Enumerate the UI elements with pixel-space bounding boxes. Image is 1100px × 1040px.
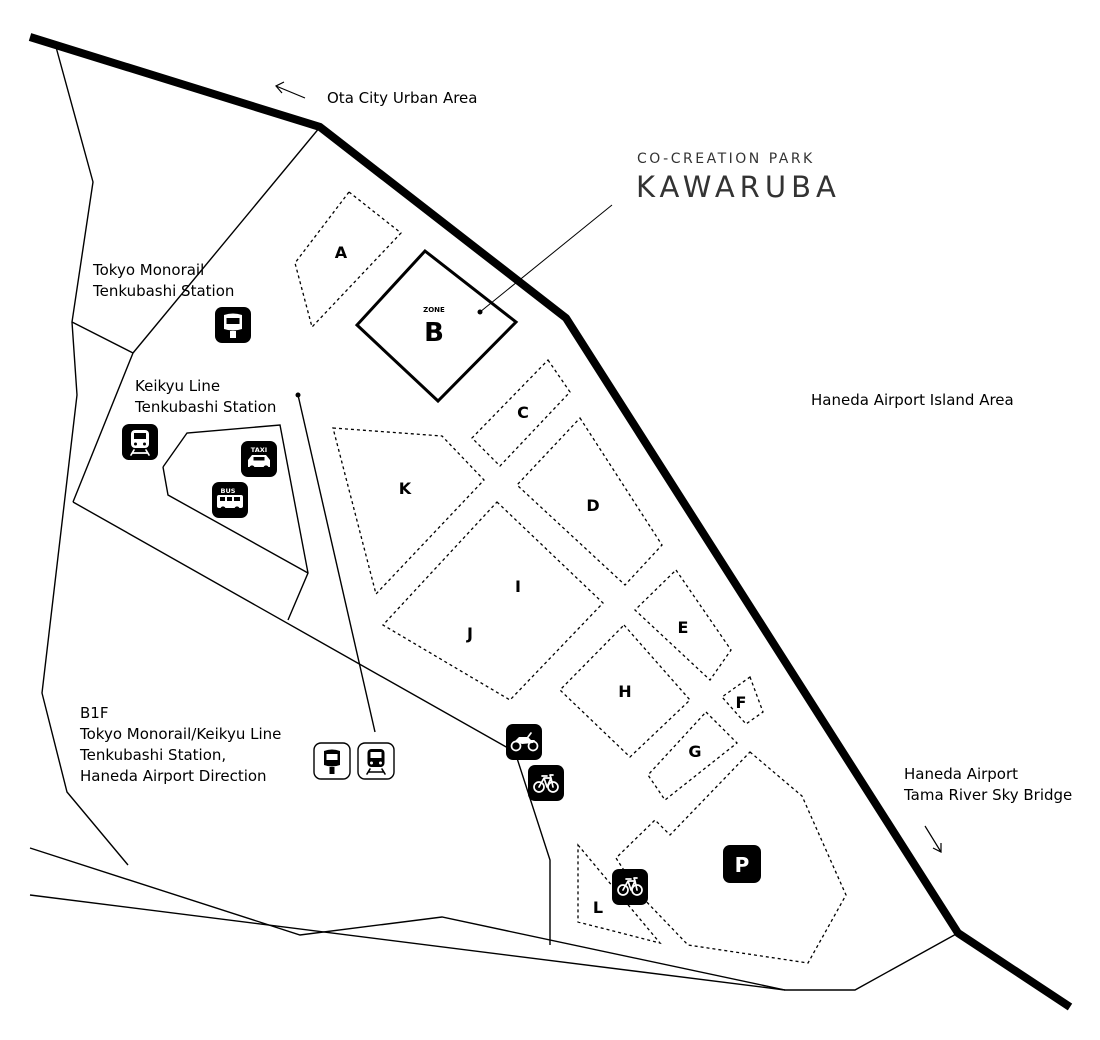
road-network — [29, 46, 959, 991]
zone-f-outline — [721, 675, 764, 725]
b1f-monorail-icon[interactable] — [313, 742, 351, 780]
haneda-airport-label: Haneda Airport — [904, 765, 1018, 783]
zone-f-label[interactable]: F — [736, 693, 747, 712]
train-icon[interactable] — [122, 424, 158, 460]
zone-outlines — [294, 191, 847, 964]
bicycle-icon-lot-l[interactable] — [612, 869, 648, 905]
river-embankment — [28, 33, 1073, 1011]
brand-leader-dot — [477, 309, 483, 315]
zone-g-outline — [647, 711, 738, 801]
b1f-line2: Tokyo Monorail/Keikyu Line — [79, 725, 281, 743]
motorcycle-icon[interactable] — [506, 724, 542, 760]
zone-k-outline — [332, 427, 485, 596]
b1f-line1: B1F — [80, 704, 108, 722]
zone-ij-outline — [381, 501, 604, 701]
zone-a-outline — [294, 191, 402, 329]
taxi-icon-text: TAXI — [251, 446, 267, 454]
zone-b-label[interactable]: B — [424, 318, 444, 348]
taxi-icon[interactable]: TAXI — [241, 441, 277, 477]
keikyu-station-line1: Keikyu Line — [135, 377, 220, 395]
arrow-ota-city-icon — [275, 81, 306, 99]
zone-i-label[interactable]: I — [515, 577, 521, 596]
sky-bridge-label: Tama River Sky Bridge — [903, 786, 1072, 804]
brand-subtitle: CO-CREATION PARK — [637, 151, 815, 167]
b1f-train-icon[interactable] — [357, 742, 395, 780]
zone-c-outline — [471, 358, 571, 467]
b1f-line3: Tenkubashi Station, — [79, 746, 226, 764]
brand-name: KAWARUBA — [636, 170, 841, 204]
monorail-station-line2: Tenkubashi Station — [92, 282, 234, 300]
parking-icon-text: P — [735, 853, 750, 877]
zone-g-label[interactable]: G — [688, 742, 701, 761]
keikyu-station-line2: Tenkubashi Station — [134, 398, 276, 416]
zone-c-label[interactable]: C — [517, 403, 529, 422]
zone-h-outline — [559, 624, 691, 758]
bus-icon-text: BUS — [221, 487, 236, 495]
monorail-icon[interactable] — [215, 307, 251, 343]
zone-e-outline — [634, 568, 732, 681]
b1f-line4: Haneda Airport Direction — [80, 767, 267, 785]
bus-icon[interactable]: BUS — [212, 482, 248, 518]
haneda-island-label: Haneda Airport Island Area — [811, 391, 1014, 409]
walkway-marker — [295, 392, 301, 398]
ota-city-label: Ota City Urban Area — [327, 89, 477, 107]
zone-j-label[interactable]: J — [466, 624, 473, 643]
bicycle-icon[interactable] — [528, 765, 564, 801]
zone-p-outline — [615, 751, 847, 964]
zone-b-prefix: ZONE — [423, 306, 445, 314]
parking-icon[interactable]: P — [723, 845, 761, 883]
zone-l-label[interactable]: L — [593, 898, 603, 917]
zone-l-outline — [577, 843, 662, 945]
zone-labels: A ZONE B C D K I J E F H G L — [335, 243, 747, 917]
brand-leader-line — [479, 204, 613, 313]
zone-b-outline — [354, 248, 519, 404]
monorail-station-line1: Tokyo Monorail — [92, 261, 204, 279]
zone-d-label[interactable]: D — [586, 496, 599, 515]
arrow-sky-bridge-icon — [924, 825, 942, 853]
zone-d-outline — [516, 416, 663, 586]
zone-h-label[interactable]: H — [618, 682, 631, 701]
zone-k-label[interactable]: K — [399, 479, 412, 498]
zone-e-label[interactable]: E — [678, 618, 689, 637]
zone-a-label[interactable]: A — [335, 243, 348, 262]
